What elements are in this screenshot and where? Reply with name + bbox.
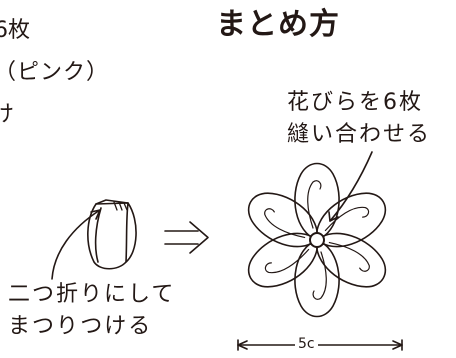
flower-petal <box>294 162 340 241</box>
flower-petal <box>247 232 319 288</box>
flower-center <box>309 232 325 248</box>
folded-petal-illustration <box>87 199 137 270</box>
flower-note-line2: 縫い合わせる <box>287 122 432 147</box>
fold-note-line2: まつりつける <box>8 314 153 339</box>
flower-petal <box>315 232 387 288</box>
material-line-fragment: け <box>0 102 15 127</box>
sew-leader-arrow <box>328 151 373 222</box>
flower-petal <box>294 239 340 318</box>
material-line-color: （ピンク） <box>0 60 110 85</box>
flower-illustration <box>247 162 387 318</box>
dimension-label: 5c <box>295 337 318 351</box>
flower-note-line1: 花びらを6枚 <box>287 90 423 115</box>
fold-leader-arrow <box>51 209 101 280</box>
flower-petal <box>247 192 319 248</box>
fold-note-line1: 二つ折りにして <box>8 282 176 307</box>
dimension-line <box>237 339 403 351</box>
process-arrow-icon <box>164 221 209 254</box>
flower-petal <box>315 192 387 248</box>
material-line-count: 6枚 <box>0 18 30 43</box>
section-title: まとめ方 <box>216 7 340 42</box>
